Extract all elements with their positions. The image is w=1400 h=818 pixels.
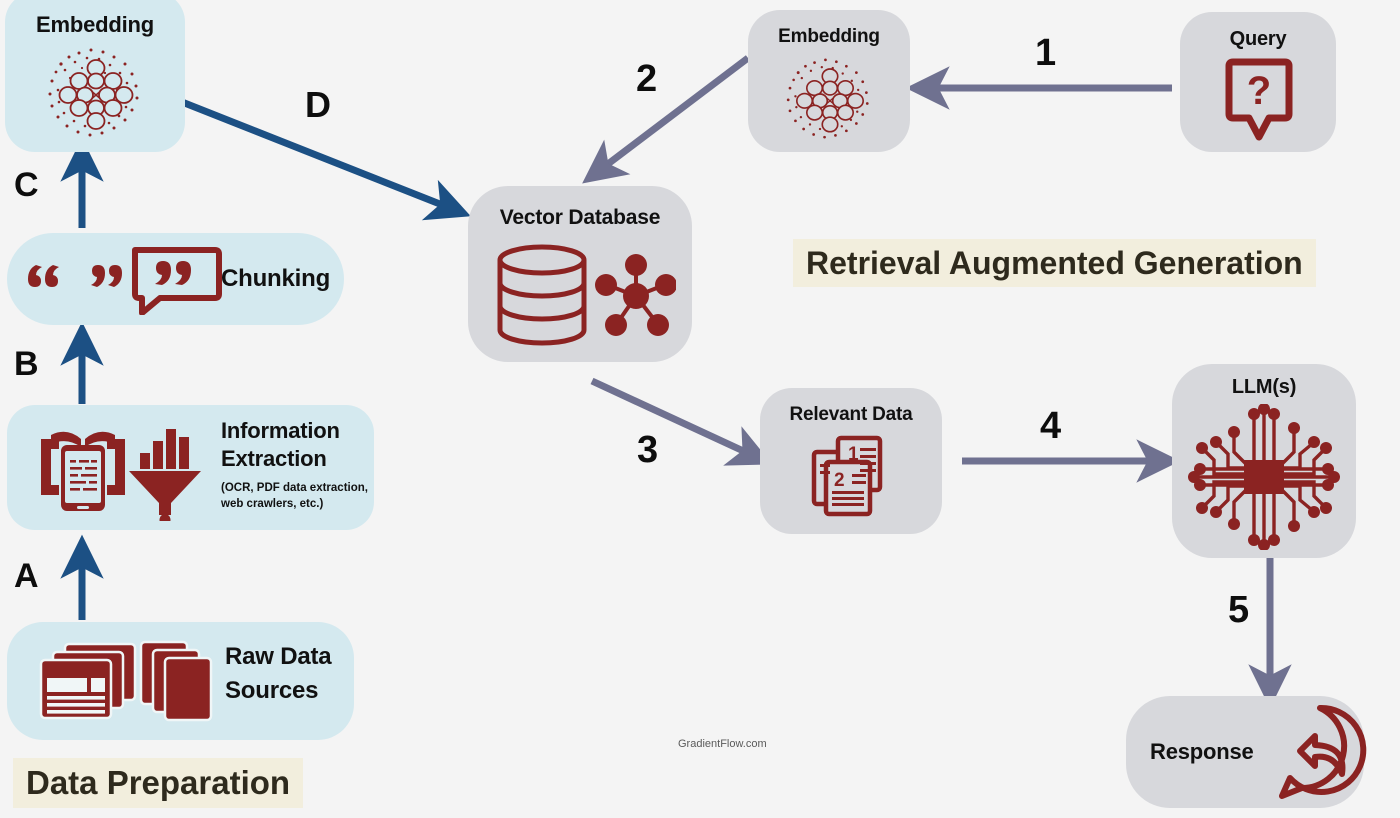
node-embedding-left[interactable]: Embedding	[5, 0, 185, 152]
node-query[interactable]: Query ?	[1180, 12, 1336, 152]
step-label-5: 5	[1228, 589, 1250, 631]
node-information-extraction-note: (OCR, PDF data extraction, web crawlers,…	[221, 482, 368, 510]
scan-funnel-icon	[41, 429, 201, 521]
node-raw-data-sources-label2: Sources	[225, 677, 319, 705]
step-label-4: 4	[1040, 405, 1062, 447]
reply-bubble-icon	[1279, 704, 1367, 799]
step-label-b: B	[14, 345, 39, 383]
node-query-label: Query	[1229, 28, 1287, 50]
node-information-extraction-label2: Extraction	[221, 446, 327, 472]
node-information-extraction[interactable]: Information Extraction (OCR, PDF data ex…	[7, 405, 374, 530]
step-label-1: 1	[1035, 32, 1057, 74]
banner-data-preparation-text: Data Preparation	[26, 764, 291, 801]
node-response-label: Response	[1150, 739, 1254, 764]
step-label-2: 2	[636, 58, 658, 100]
embedding-dots-icon	[48, 48, 139, 137]
svg-text:1: 1	[848, 444, 859, 465]
node-chunking-label: Chunking	[221, 265, 331, 292]
cpu-chip-icon	[1188, 404, 1340, 550]
edge-3	[590, 377, 773, 466]
node-llms[interactable]: LLM(s)	[1172, 364, 1356, 558]
node-relevant-data-label: Relevant Data	[789, 404, 913, 425]
node-llms-label: LLM(s)	[1231, 376, 1297, 398]
step-label-c: C	[14, 166, 39, 204]
banner-rag-title-text: Retrieval Augmented Generation	[806, 244, 1303, 281]
edge-2	[582, 55, 751, 184]
node-chunking[interactable]: Chunking	[7, 233, 344, 325]
banner-data-preparation: Data Preparation	[13, 758, 304, 808]
svg-text:2: 2	[834, 470, 845, 491]
svg-text:?: ?	[1247, 69, 1271, 113]
step-label-3: 3	[637, 429, 659, 471]
numbered-docs-icon: 1 2	[811, 435, 883, 517]
credit-label: GradientFlow.com	[678, 738, 767, 750]
node-vector-database-label: Vector Database	[499, 206, 661, 229]
question-bubble-icon: ?	[1225, 58, 1293, 141]
database-graph-icon	[497, 244, 676, 346]
node-vector-database[interactable]: Vector Database	[468, 186, 692, 362]
node-relevant-data[interactable]: Relevant Data 1 2	[760, 388, 942, 534]
node-response[interactable]: Response	[1126, 696, 1367, 808]
node-embedding-left-label: Embedding	[36, 12, 154, 37]
node-raw-data-sources-label: Raw Data	[225, 643, 332, 670]
banner-rag-title: Retrieval Augmented Generation	[793, 239, 1316, 287]
node-embedding-right[interactable]: Embedding	[748, 10, 910, 152]
embedding-dots-icon	[786, 58, 869, 139]
node-information-extraction-label: Information	[221, 418, 340, 443]
node-raw-data-sources[interactable]: Raw Data Sources	[7, 622, 354, 740]
step-label-a: A	[14, 557, 39, 595]
node-embedding-right-label: Embedding	[778, 26, 880, 47]
step-label-d: D	[305, 84, 331, 125]
documents-stack-icon	[39, 640, 213, 722]
quote-bubble-icon	[28, 247, 222, 315]
